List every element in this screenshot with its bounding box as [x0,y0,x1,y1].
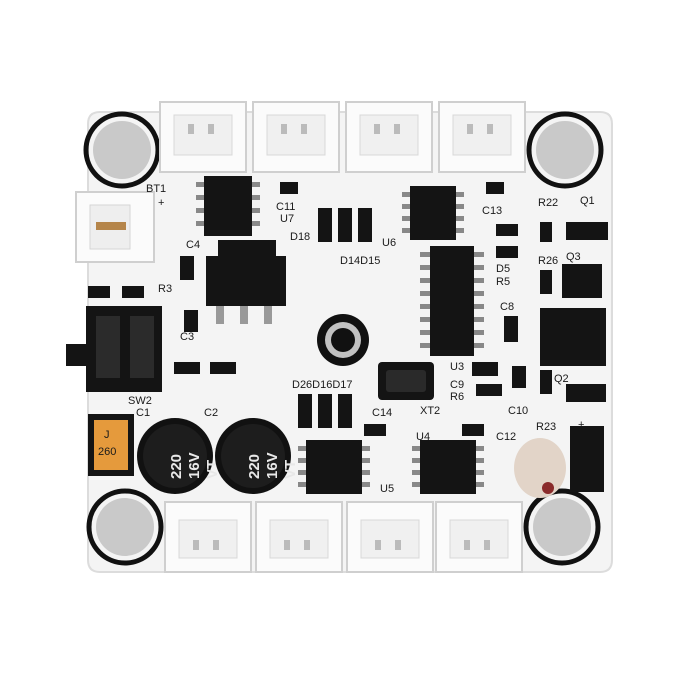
electrolytic-cap-1: 220 16V VT [137,418,221,494]
top-connector-2 [252,101,340,173]
label-r3: R3 [158,283,172,295]
label-sw2: SW2 [128,395,152,407]
mounting-hole-top-left [83,111,161,189]
crystal-xt2 [378,362,434,400]
inductor-j: J [104,429,110,441]
bottom-connector-2 [255,501,343,573]
label-xt2: XT2 [420,405,440,417]
label-r23: R23 [536,421,556,433]
voltage-regulator [206,240,286,324]
inductor: J 260 [88,414,134,476]
ic-u3 [420,246,484,356]
label-bt1: BT1 [146,183,166,195]
label-d18: D18 [290,231,310,243]
ic-u7 [196,176,260,236]
mounting-hole-top-right [526,111,604,189]
label-d5: D5 [496,263,510,275]
label-d14d15: D14D15 [340,255,380,267]
ic-u6 [402,186,464,240]
label-u4: U4 [416,431,430,443]
label-q2: Q2 [554,373,569,385]
ic-u4 [412,440,484,494]
label-q1: Q1 [580,195,595,207]
label-r5: R5 [496,276,510,288]
switch-sw2 [66,306,162,392]
inductor-value: 260 [98,446,116,458]
label-r22: R22 [538,197,558,209]
label-c14: C14 [372,407,392,419]
label-r26: R26 [538,255,558,267]
top-connector-4 [438,101,526,173]
bottom-connector-4 [435,501,523,573]
label-c11: C11 [276,201,295,213]
smd-components [88,182,552,436]
label-c2: C2 [204,407,218,419]
top-connector-3 [345,101,433,173]
label-u7: U7 [280,213,294,225]
cap2-series: VT [282,460,299,479]
mounting-hole-bottom-left [86,488,164,566]
label-c3: C3 [180,331,194,343]
bottom-connector-1 [164,501,252,573]
ic-u5 [298,440,370,494]
cap2-value: 220 [246,454,263,479]
diode-array-bottom [298,394,352,428]
label-q3: Q3 [566,251,581,263]
label-c8: C8 [500,301,514,313]
label-right-plus: + [578,419,584,431]
label-c9: C9 [450,379,464,391]
cap1-value: 220 [168,454,185,479]
label-c1: C1 [136,407,150,419]
label-d26d16d17: D26D16D17 [292,379,353,391]
label-u3: U3 [450,361,464,373]
label-u5: U5 [380,483,394,495]
electrolytic-cap-2: 220 16V VT [215,418,299,494]
label-c12: C12 [496,431,516,443]
label-c10: C10 [508,405,528,417]
right-header [540,222,608,492]
cap2-rating: 16V [264,452,281,479]
bottom-connector-3 [346,501,434,573]
diode-array-top [318,208,372,242]
cap1-rating: 16V [186,452,203,479]
center-hole [317,314,369,366]
label-r6: R6 [450,391,464,403]
mounting-hole-bottom-right [523,488,601,566]
top-connector-1 [159,101,247,173]
label-c13: C13 [482,205,502,217]
battery-connector [75,191,155,263]
label-c4: C4 [186,239,200,251]
label-u6: U6 [382,237,396,249]
buzzer [514,438,566,498]
label-bt1-plus: + [158,197,164,209]
